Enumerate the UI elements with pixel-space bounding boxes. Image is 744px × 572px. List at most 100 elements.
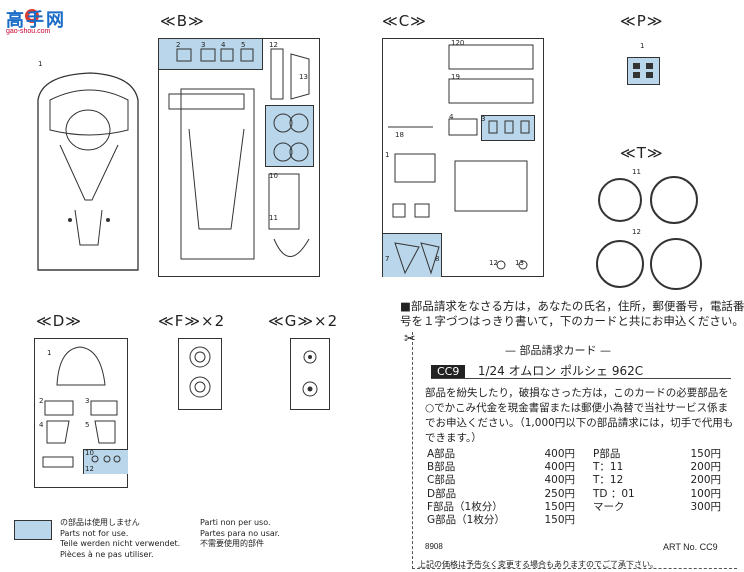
wheel-drawing (302, 350, 318, 397)
legend-en: Parts not for use. (60, 528, 129, 538)
part-number: 12 (85, 465, 94, 473)
parts-order-card: — 部品請求カード — CC9 1/24 オムロン ポルシェ 962C 部品を紛… (412, 332, 737, 569)
part-name: マーク (593, 500, 625, 513)
price-row: C部品 400円 (427, 474, 575, 487)
legend-fr: Pièces à ne pas utiliser. (60, 549, 154, 559)
part-p-unused (627, 57, 660, 85)
part-name: A部品 (427, 448, 456, 460)
part-price: 300円 (690, 500, 721, 513)
part-price: 200円 (690, 474, 721, 487)
tree-d-label: ≪D≫ (36, 312, 82, 330)
price-row: T：12 200円 (593, 474, 721, 487)
unused-parts-area (265, 105, 314, 167)
part-number: 3 (201, 41, 206, 49)
part-number: 13 (299, 73, 308, 81)
unused-parts-area (159, 39, 263, 70)
part-number: 13 (515, 259, 524, 267)
logo-text: 高手网 (6, 10, 66, 30)
tree-p-label: ≪P≫ (620, 12, 664, 30)
part-name: G部品（1枚分） (427, 514, 505, 527)
part-number: 1 (640, 42, 645, 50)
wheel-drawing (189, 346, 211, 398)
part-name: P部品 (593, 448, 621, 460)
price-row: B部品 400円 (427, 461, 575, 474)
unused-parts-area (481, 115, 535, 141)
price-row: TD ：01 100円 (593, 488, 721, 501)
scissors-icon: ✂ (404, 330, 416, 346)
sprue-tree-c: 120 19 4 3 18 1 7 8 12 13 (382, 38, 544, 277)
price-row: P部品 150円 (593, 448, 721, 461)
part-price: 400円 (544, 461, 575, 474)
sprue-tree-g (290, 338, 330, 410)
tree-c-label: ≪C≫ (382, 12, 427, 30)
part-number: 2 (176, 41, 181, 49)
sprue-tree-f (178, 338, 222, 410)
part-number: 4 (39, 421, 44, 429)
sprue-tree-b: 2 3 4 5 12 13 10 11 (158, 38, 320, 277)
part-number: 12 (489, 259, 498, 267)
part-price: 200円 (690, 461, 721, 474)
part-number: 4 (449, 113, 454, 121)
part-price: 150円 (690, 448, 721, 460)
price-row: G部品（1枚分） 150円 (427, 514, 575, 527)
sprue-tree-d: 1 2 3 4 5 10 12 (34, 338, 128, 488)
part-number: 3 (481, 115, 486, 123)
tire-part (650, 176, 698, 224)
part-price: 100円 (690, 487, 721, 500)
legend-text-right: Parti non per uso. Partes para no usar. … (200, 518, 280, 550)
part-number: 7 (385, 255, 390, 263)
part-number: 5 (241, 41, 246, 49)
desc-line: できます。） (425, 432, 482, 444)
part-number: 10 (269, 172, 278, 180)
card-description: 部品を紛失したり，破損なさった方は，このカードの必要部品を ○でかこみ代金を現金… (425, 386, 733, 446)
desc-line: 部品を紛失したり，破損なさった方は，このカードの必要部品を (425, 387, 729, 399)
part-price: 400円 (544, 474, 575, 487)
part-name: F部品（1枚分） (427, 500, 503, 513)
price-row: マーク 300円 (593, 501, 721, 514)
legend-swatch (14, 520, 52, 540)
watermark-logo: 高手网 gao-shou.com (2, 6, 82, 35)
product-line: CC9 1/24 オムロン ポルシェ 962C (431, 362, 731, 379)
legend-jp: の部品は使用しません (60, 518, 140, 527)
desc-line: ○でかこみ代金を現金書留または郵便小為替で当社サービス係ま (425, 402, 729, 414)
part-name: T：12 (593, 474, 624, 487)
sprue-c-drawing (388, 44, 534, 275)
part-number: 12 (632, 228, 641, 236)
sprue-d-drawing (42, 346, 121, 468)
part-number: 11 (632, 168, 641, 176)
price-row: A部品 400円 (427, 448, 575, 461)
part-number: 1 (385, 151, 390, 159)
card-title: — 部品請求カード — (505, 344, 611, 357)
product-name: 1/24 オムロン ポルシェ 962C (477, 364, 644, 378)
part-name: TD ：01 (593, 487, 635, 500)
part-price: 250円 (544, 487, 575, 500)
part-number: 1 (47, 349, 52, 357)
desc-line: でお申込ください。（1,000円以下の部品請求には，切手で代用も (425, 417, 734, 429)
part-name: B部品 (427, 461, 456, 474)
tire-part (596, 240, 644, 288)
part-number: 11 (269, 214, 278, 222)
legend-it: Parti non per uso. (200, 518, 271, 527)
part-number: 19 (451, 73, 460, 81)
part-price: 150円 (544, 514, 575, 527)
product-code: CC9 (431, 365, 466, 378)
part-number: 12 (269, 41, 278, 49)
part-number: 2 (39, 397, 44, 405)
legend-de: Teile werden nicht verwendet. (60, 539, 181, 548)
part-number: 3 (85, 397, 90, 405)
part-price: 150円 (544, 500, 575, 513)
tree-g-label: ≪G≫×2 (268, 312, 339, 330)
part-number: 4 (221, 41, 226, 49)
tree-b-label: ≪B≫ (160, 12, 205, 30)
part-number: 18 (395, 131, 404, 139)
order-instruction-2: 号を１字づつはっきり書いて，下のカードと共にお申込ください。 (400, 314, 744, 328)
part-number: 8 (435, 255, 440, 263)
part-price: 400円 (544, 448, 575, 460)
legend-cn: 不需要使用的部件 (200, 539, 264, 548)
tire-part (650, 238, 702, 290)
part-name: C部品 (427, 474, 456, 487)
